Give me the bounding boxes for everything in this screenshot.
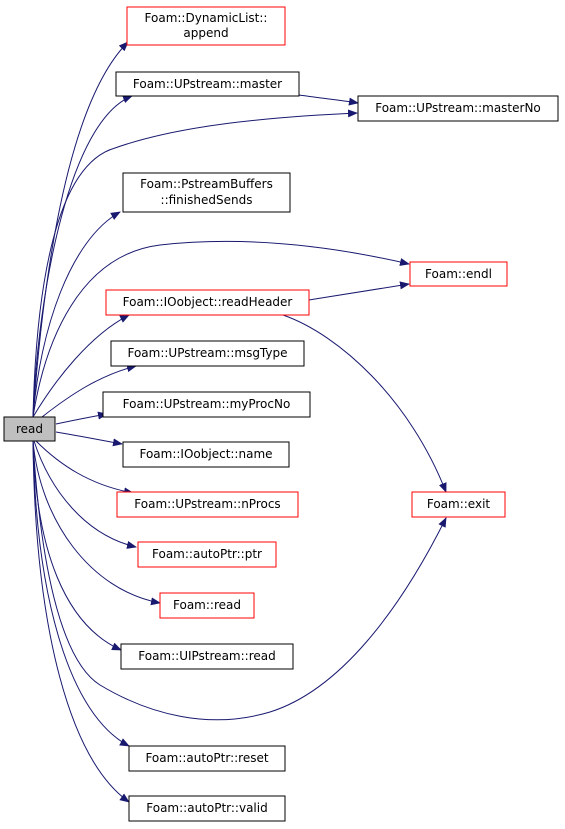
node-autoptr-valid-label: Foam::autoPtr::valid <box>146 801 267 815</box>
edges-layer <box>32 41 447 803</box>
edge-root-to-rh <box>32 314 130 418</box>
node-upstream-nprocs[interactable]: Foam::UPstream::nProcs <box>116 491 299 518</box>
node-upstream-myprocno-label: Foam::UPstream::myProcNo <box>123 397 291 411</box>
node-upstream-master-label: Foam::UPstream::master <box>133 77 282 91</box>
node-upstream-myprocno[interactable]: Foam::UPstream::myProcNo <box>102 391 311 418</box>
edge-root-to-name <box>55 431 123 447</box>
node-autoptr-ptr-label: Foam::autoPtr::ptr <box>152 547 262 561</box>
edge-root-to-exit <box>32 440 447 721</box>
node-upstream-msgtype-label: Foam::UPstream::msgType <box>127 346 287 360</box>
node-exit[interactable]: Foam::exit <box>411 491 506 518</box>
node-ioobject-readheader-label: Foam::IOobject::readHeader <box>123 295 293 309</box>
edge-root-to-myp <box>55 411 108 425</box>
edge-root-to-fread <box>32 440 161 606</box>
node-ioobject-readheader[interactable]: Foam::IOobject::readHeader <box>105 289 310 316</box>
edge-root-to-psb <box>32 211 121 418</box>
node-ioobject-name-label: Foam::IOobject::name <box>139 447 272 461</box>
edge-root-to-valid <box>32 440 130 803</box>
node-pstreambuffers-finishedsends-label-2: ::finishedSends <box>161 193 253 207</box>
node-autoptr-reset[interactable]: Foam::autoPtr::reset <box>128 745 286 772</box>
edge-root-to-npr <box>35 440 134 496</box>
node-uipstream-read-label: Foam::UIPstream::read <box>138 649 275 663</box>
node-endl-label: Foam::endl <box>425 267 492 281</box>
edge-root-to-reset <box>32 440 130 747</box>
edge-root-to-mast <box>32 95 133 418</box>
edge-root-to-dyn <box>32 41 129 418</box>
edge-root-to-mno <box>32 109 358 418</box>
edge-root-to-msg <box>41 364 137 418</box>
node-root-read[interactable]: read <box>3 416 56 442</box>
node-dynamiclist-append-label-1: Foam::DynamicList:: <box>145 11 268 25</box>
edge-mast-to-mno <box>298 94 359 106</box>
node-foam-read[interactable]: Foam::read <box>159 592 255 619</box>
node-upstream-masterno-label: Foam::UPstream::masterNo <box>375 101 541 115</box>
node-uipstream-read[interactable]: Foam::UIPstream::read <box>120 643 294 670</box>
node-upstream-msgtype[interactable]: Foam::UPstream::msgType <box>110 340 305 367</box>
node-root-read-label: read <box>16 422 43 436</box>
edge-rh-to-endl <box>308 281 410 301</box>
node-upstream-masterno[interactable]: Foam::UPstream::masterNo <box>357 95 559 122</box>
node-ioobject-name[interactable]: Foam::IOobject::name <box>122 441 290 468</box>
nodes-layer: read Foam::DynamicList:: append Foam::UP… <box>3 6 559 822</box>
node-autoptr-valid[interactable]: Foam::autoPtr::valid <box>128 795 286 822</box>
node-autoptr-reset-label: Foam::autoPtr::reset <box>145 751 268 765</box>
node-endl[interactable]: Foam::endl <box>409 261 508 287</box>
node-dynamiclist-append-label-2: append <box>183 26 228 40</box>
node-autoptr-ptr[interactable]: Foam::autoPtr::ptr <box>137 541 277 568</box>
node-upstream-nprocs-label: Foam::UPstream::nProcs <box>134 497 280 511</box>
node-pstreambuffers-finishedsends-label-1: Foam::PstreamBuffers <box>140 177 273 191</box>
node-foam-read-label: Foam::read <box>173 598 241 612</box>
node-upstream-master[interactable]: Foam::UPstream::master <box>115 71 300 97</box>
edge-root-to-ptr <box>33 440 137 549</box>
node-dynamiclist-append[interactable]: Foam::DynamicList:: append <box>126 6 286 46</box>
edge-root-to-endl <box>32 241 410 418</box>
edge-rh-to-exit <box>282 314 447 493</box>
node-exit-label: Foam::exit <box>427 497 491 511</box>
node-pstreambuffers-finishedsends[interactable]: Foam::PstreamBuffers ::finishedSends <box>122 172 291 213</box>
